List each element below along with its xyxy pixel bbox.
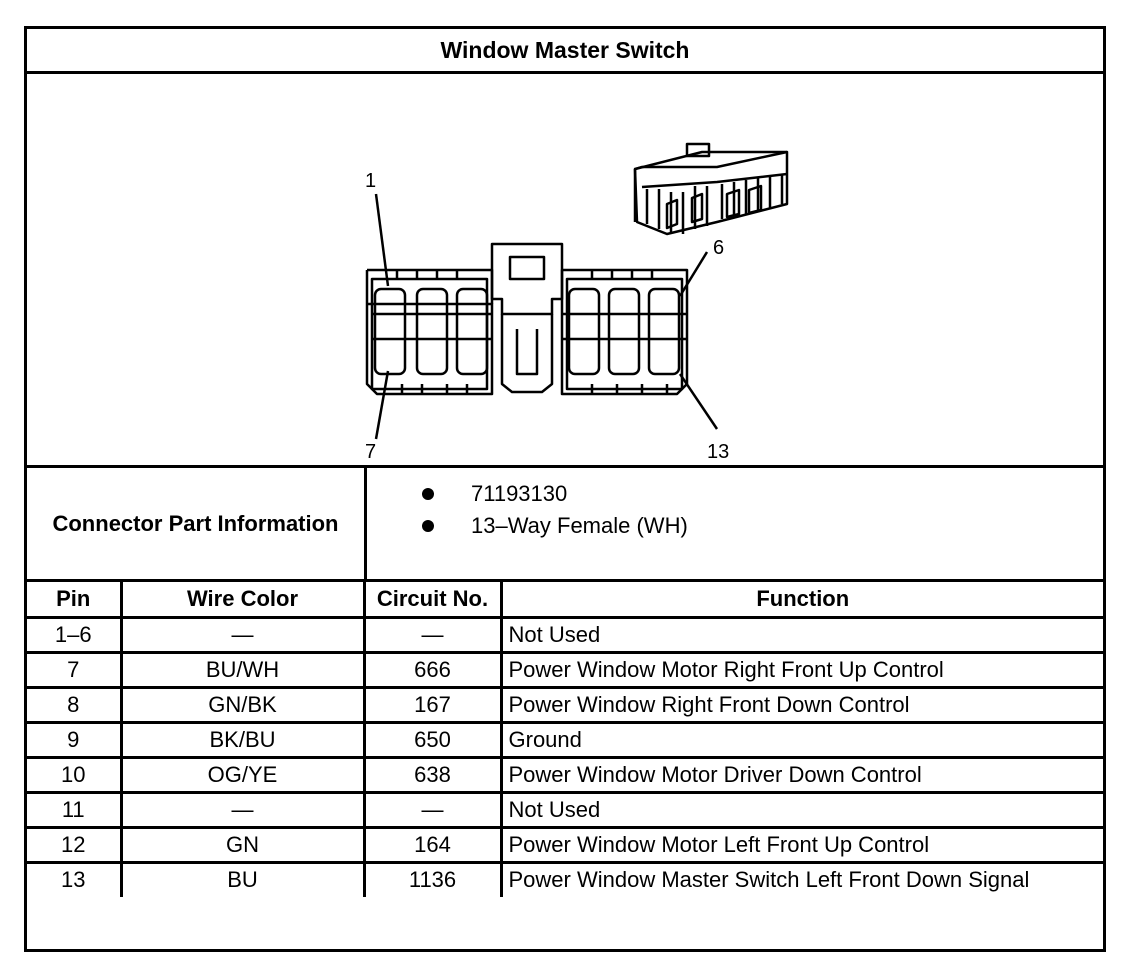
cell-wire-color: GN: [119, 825, 366, 864]
connector-face: [365, 242, 689, 396]
callout-6: 6: [713, 237, 724, 259]
leader-6: [678, 251, 709, 297]
connector-face-drawing: 1 6 7 13: [365, 142, 789, 463]
cell-function: Power Window Motor Driver Down Control: [499, 755, 1103, 794]
cell-circuit: 650: [362, 720, 503, 759]
pinout-table: Pin Wire Color Circuit No. Function 1–6 …: [27, 582, 1103, 897]
info-item-text: 71193130: [471, 481, 568, 506]
leader-13: [678, 373, 719, 430]
cell-circuit: 638: [362, 755, 503, 794]
connector-diagram: 1 6 7 13: [27, 74, 1103, 465]
cell-circuit: 164: [362, 825, 503, 864]
cell-function: Power Window Right Front Down Control: [499, 685, 1103, 724]
leader-7: [374, 370, 390, 440]
cell-circuit: —: [362, 790, 503, 829]
table-row: 8 GN/BK 167 Power Window Right Front Dow…: [27, 685, 1103, 724]
bullet-icon: [422, 520, 434, 532]
cell-function: Power Window Master Switch Left Front Do…: [499, 860, 1103, 897]
cell-pin: 10: [27, 755, 123, 794]
cell-pin: 8: [27, 685, 123, 724]
cell-function: Not Used: [499, 615, 1103, 654]
cell-function: Power Window Motor Right Front Up Contro…: [499, 650, 1103, 689]
cell-wire-color: BU: [119, 860, 366, 897]
cell-function: Not Used: [499, 790, 1103, 829]
page-title: Window Master Switch: [27, 29, 1103, 74]
cell-wire-color: —: [119, 615, 366, 654]
table-row: 7 BU/WH 666 Power Window Motor Right Fro…: [27, 650, 1103, 689]
table-row: 1–6 — — Not Used: [27, 615, 1103, 654]
header-wire-color: Wire Color: [119, 582, 366, 619]
cell-wire-color: BK/BU: [119, 720, 366, 759]
cell-pin: 1–6: [27, 615, 123, 654]
leader-1: [374, 193, 390, 287]
cell-pin: 9: [27, 720, 123, 759]
cell-circuit: —: [362, 615, 503, 654]
header-pin: Pin: [27, 582, 123, 619]
table-row: 13 BU 1136 Power Window Master Switch Le…: [27, 860, 1103, 897]
callout-1: 1: [365, 170, 376, 192]
cell-wire-color: OG/YE: [119, 755, 366, 794]
cell-wire-color: —: [119, 790, 366, 829]
cell-wire-color: BU/WH: [119, 650, 366, 689]
header-circuit-no: Circuit No.: [362, 582, 503, 619]
connector-info-label: Connector Part Information: [27, 468, 367, 579]
header-function: Function: [499, 582, 1103, 619]
connector-iso-icon: [633, 142, 789, 236]
table-header-row: Pin Wire Color Circuit No. Function: [27, 582, 1103, 619]
callout-7: 7: [365, 441, 376, 463]
cell-pin: 11: [27, 790, 123, 829]
cell-function: Ground: [499, 720, 1103, 759]
bullet-icon: [422, 488, 434, 500]
table-row: 12 GN 164 Power Window Motor Left Front …: [27, 825, 1103, 864]
callout-13: 13: [707, 441, 729, 463]
cell-circuit: 666: [362, 650, 503, 689]
table-row: 10 OG/YE 638 Power Window Motor Driver D…: [27, 755, 1103, 794]
cell-wire-color: GN/BK: [119, 685, 366, 724]
connector-info-list: 71193130 13–Way Female (WH): [367, 468, 1103, 579]
cell-circuit: 1136: [362, 860, 503, 897]
connector-info: Connector Part Information 71193130 13–W…: [27, 465, 1103, 582]
cell-pin: 7: [27, 650, 123, 689]
cell-circuit: 167: [362, 685, 503, 724]
table-row: 11 — — Not Used: [27, 790, 1103, 829]
cell-pin: 12: [27, 825, 123, 864]
connector-sheet: Window Master Switch: [24, 26, 1106, 952]
table-row: 9 BK/BU 650 Ground: [27, 720, 1103, 759]
info-item-text: 13–Way Female (WH): [471, 513, 688, 538]
cell-pin: 13: [27, 860, 123, 897]
cell-function: Power Window Motor Left Front Up Control: [499, 825, 1103, 864]
